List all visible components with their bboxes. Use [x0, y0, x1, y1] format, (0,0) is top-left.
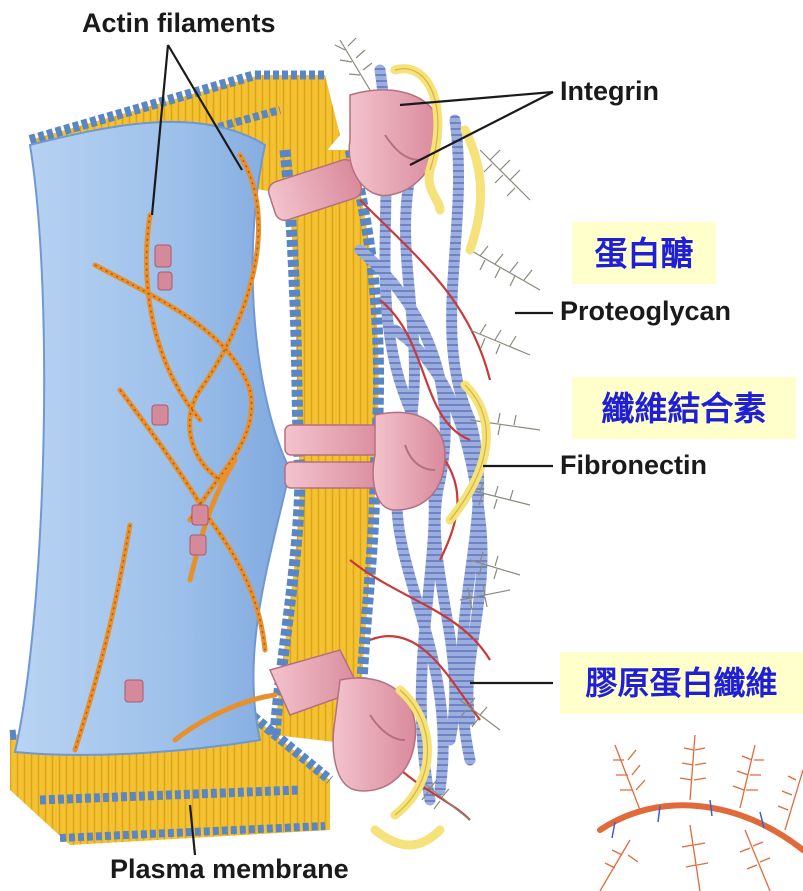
proteoglycan-detail	[600, 735, 803, 891]
label-plasma-membrane: Plasma membrane	[110, 856, 349, 883]
zh-label-proteoglycan: 蛋白醣	[572, 222, 716, 284]
zh-label-collagen-fiber: 膠原蛋白纖維	[560, 652, 803, 714]
label-proteoglycan: Proteoglycan	[560, 298, 731, 325]
label-integrin: Integrin	[560, 78, 659, 105]
label-actin-filaments: Actin filaments	[82, 10, 276, 37]
cytoplasm	[15, 122, 290, 755]
label-fibronectin: Fibronectin	[560, 452, 707, 479]
zh-label-fibronectin: 纖維結合素	[572, 377, 796, 439]
